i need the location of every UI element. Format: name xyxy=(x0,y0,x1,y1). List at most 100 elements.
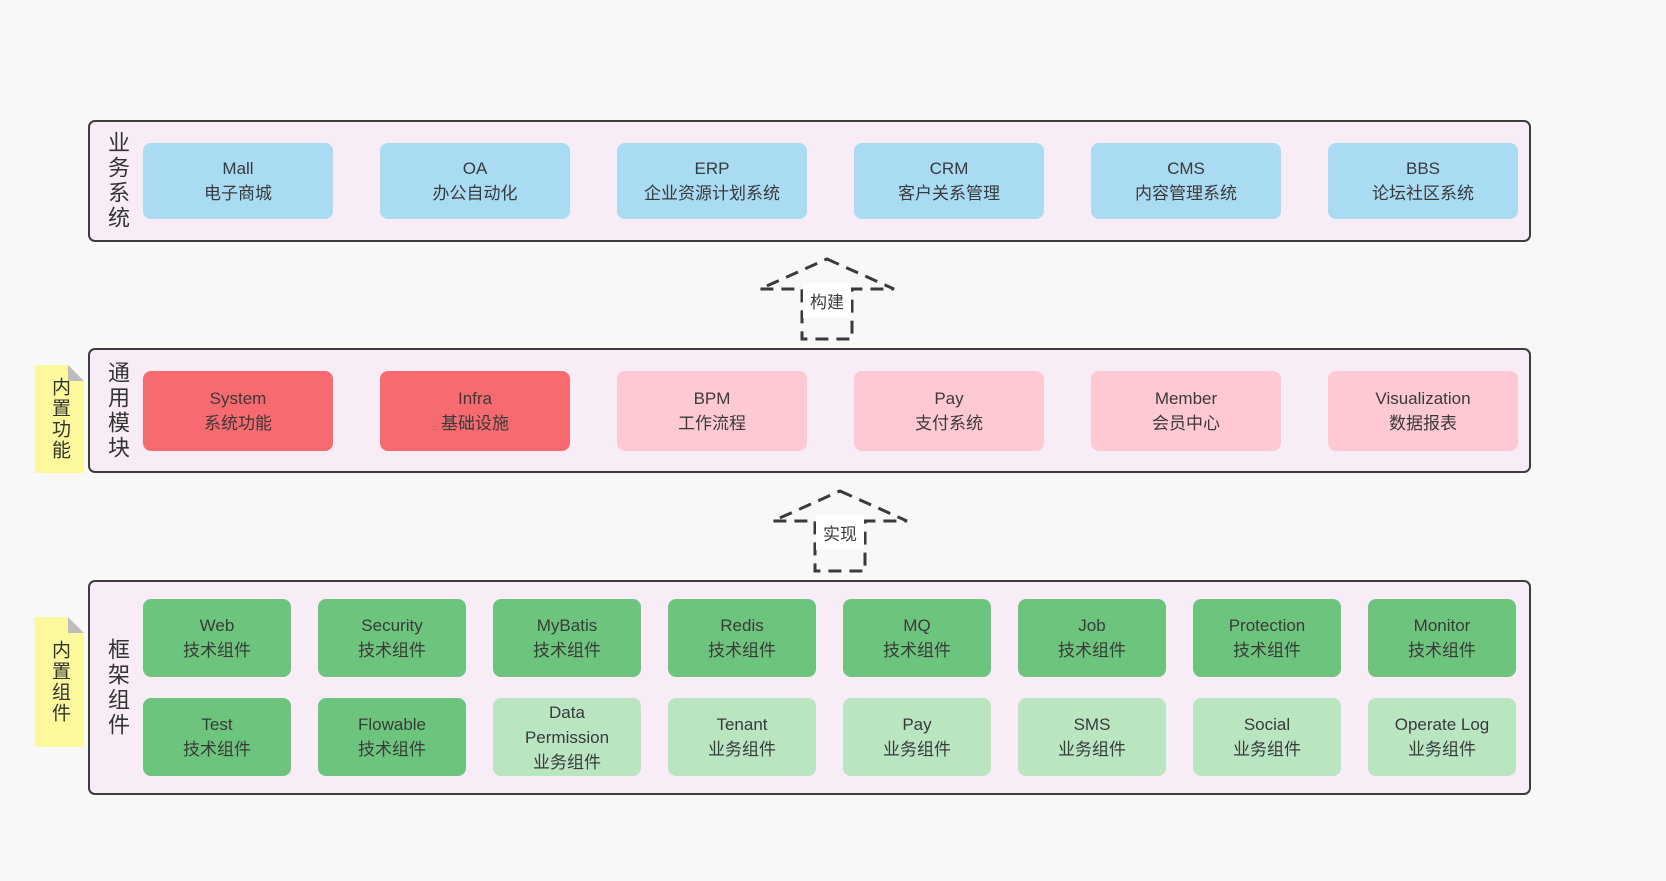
box-mq: MQ 技术组件 xyxy=(843,599,991,677)
box-name: Operate Log xyxy=(1394,715,1490,734)
box-desc: 基础设施 xyxy=(441,413,509,433)
box-desc: 技术组件 xyxy=(1058,641,1126,660)
box-name: Social xyxy=(1243,715,1291,734)
box-test: Test 技术组件 xyxy=(143,698,291,776)
dashed-up-arrow-icon xyxy=(772,489,908,573)
box-desc: 技术组件 xyxy=(183,641,251,660)
box-mall: Mall 电子商城 xyxy=(143,143,333,219)
box-monitor: Monitor 技术组件 xyxy=(1368,599,1516,677)
box-desc: 系统功能 xyxy=(204,413,272,433)
box-name: MyBatis xyxy=(536,616,598,635)
module-boxes: System 系统功能 Infra 基础设施 BPM 工作流程 Pay 支付系统… xyxy=(130,370,1529,451)
dashed-up-arrow-icon xyxy=(759,257,895,341)
box-name: MQ xyxy=(903,616,931,635)
box-job: Job 技术组件 xyxy=(1018,599,1166,677)
folded-corner-icon xyxy=(68,617,84,633)
box-system: System 系统功能 xyxy=(143,370,333,451)
implement-arrow: 实现 xyxy=(770,488,910,574)
box-desc: 内容管理系统 xyxy=(1135,184,1237,203)
box-desc: 企业资源计划系统 xyxy=(644,184,780,203)
box-mybatis: MyBatis 技术组件 xyxy=(493,599,641,677)
box-social: Social 业务组件 xyxy=(1193,698,1341,776)
common-modules-layer: 通用模块 System 系统功能 Infra 基础设施 BPM 工作流程 Pay… xyxy=(88,348,1531,473)
box-desc: 电子商城 xyxy=(204,184,272,203)
framework-row-1: Web 技术组件 Security 技术组件 MyBatis 技术组件 Redi… xyxy=(143,599,1529,677)
box-name: Test xyxy=(201,715,233,734)
box-desc: 业务组件 xyxy=(708,740,776,759)
box-infra: Infra 基础设施 xyxy=(380,370,570,451)
box-name: BBS xyxy=(1405,159,1441,178)
box-flowable: Flowable 技术组件 xyxy=(318,698,466,776)
built-in-components-tab: 内置组件 xyxy=(35,617,84,747)
framework-rows: Web 技术组件 Security 技术组件 MyBatis 技术组件 Redi… xyxy=(130,599,1529,776)
box-name: Data Permission xyxy=(524,702,610,747)
built-in-functions-tab: 内置功能 xyxy=(35,365,84,473)
box-name: CMS xyxy=(1167,159,1205,178)
built-in-components-label: 内置组件 xyxy=(49,640,70,724)
modules-layer-label: 通用模块 xyxy=(105,360,130,461)
box-name: Visualization xyxy=(1375,388,1471,408)
box-pay-module: Pay 支付系统 xyxy=(854,370,1044,451)
box-name: OA xyxy=(462,159,488,178)
box-desc: 客户关系管理 xyxy=(898,184,1000,203)
box-desc: 业务组件 xyxy=(883,740,951,759)
box-desc: 论坛社区系统 xyxy=(1372,184,1474,203)
box-bpm: BPM 工作流程 xyxy=(617,370,807,451)
box-name: System xyxy=(209,388,267,408)
box-name: Infra xyxy=(457,388,493,408)
box-desc: 技术组件 xyxy=(183,740,251,759)
box-name: Member xyxy=(1154,388,1218,408)
box-name: Monitor xyxy=(1413,616,1471,635)
box-name: Redis xyxy=(720,616,764,635)
box-name: Job xyxy=(1078,616,1106,635)
box-name: Protection xyxy=(1228,616,1306,635)
box-desc: 技术组件 xyxy=(883,641,951,660)
build-arrow-label: 构建 xyxy=(803,283,851,318)
box-desc: 技术组件 xyxy=(708,641,776,660)
box-name: Mall xyxy=(222,159,254,178)
box-name: Flowable xyxy=(357,715,427,734)
box-name: SMS xyxy=(1073,715,1111,734)
box-desc: 技术组件 xyxy=(1408,641,1476,660)
box-name: Security xyxy=(361,616,423,635)
box-redis: Redis 技术组件 xyxy=(668,599,816,677)
box-pay-component: Pay 业务组件 xyxy=(843,698,991,776)
framework-components-layer: 框架组件 Web 技术组件 Security 技术组件 MyBatis 技术组件… xyxy=(88,580,1531,795)
box-desc: 业务组件 xyxy=(533,752,601,772)
box-desc: 数据报表 xyxy=(1389,413,1457,433)
box-member: Member 会员中心 xyxy=(1091,370,1281,451)
business-systems-layer: 业务系统 Mall 电子商城 OA 办公自动化 ERP 企业资源计划系统 CRM… xyxy=(88,120,1531,242)
box-erp: ERP 企业资源计划系统 xyxy=(617,143,807,219)
box-bbs: BBS 论坛社区系统 xyxy=(1328,143,1518,219)
box-visualization: Visualization 数据报表 xyxy=(1328,370,1518,451)
box-data-permission: Data Permission 业务组件 xyxy=(493,698,641,776)
build-arrow: 构建 xyxy=(757,256,897,342)
folded-corner-icon xyxy=(68,365,84,381)
box-name: Tenant xyxy=(716,715,768,734)
box-desc: 会员中心 xyxy=(1152,413,1220,433)
box-cms: CMS 内容管理系统 xyxy=(1091,143,1281,219)
box-name: BPM xyxy=(693,388,731,408)
box-crm: CRM 客户关系管理 xyxy=(854,143,1044,219)
box-desc: 业务组件 xyxy=(1058,740,1126,759)
box-name: CRM xyxy=(929,159,969,178)
business-boxes: Mall 电子商城 OA 办公自动化 ERP 企业资源计划系统 CRM 客户关系… xyxy=(130,143,1529,219)
box-desc: 技术组件 xyxy=(358,641,426,660)
implement-arrow-label: 实现 xyxy=(816,515,864,550)
box-name: ERP xyxy=(694,159,730,178)
box-desc: 办公自动化 xyxy=(432,184,518,203)
box-operate-log: Operate Log 业务组件 xyxy=(1368,698,1516,776)
box-desc: 业务组件 xyxy=(1233,740,1301,759)
box-desc: 技术组件 xyxy=(1233,641,1301,660)
built-in-functions-label: 内置功能 xyxy=(49,377,70,461)
box-desc: 技术组件 xyxy=(533,641,601,660)
box-web: Web 技术组件 xyxy=(143,599,291,677)
framework-layer-label: 框架组件 xyxy=(105,637,130,738)
box-name: Pay xyxy=(902,715,932,734)
box-oa: OA 办公自动化 xyxy=(380,143,570,219)
box-desc: 技术组件 xyxy=(358,740,426,759)
box-sms: SMS 业务组件 xyxy=(1018,698,1166,776)
business-layer-label: 业务系统 xyxy=(105,131,130,231)
framework-row-2: Test 技术组件 Flowable 技术组件 Data Permission … xyxy=(143,698,1529,776)
